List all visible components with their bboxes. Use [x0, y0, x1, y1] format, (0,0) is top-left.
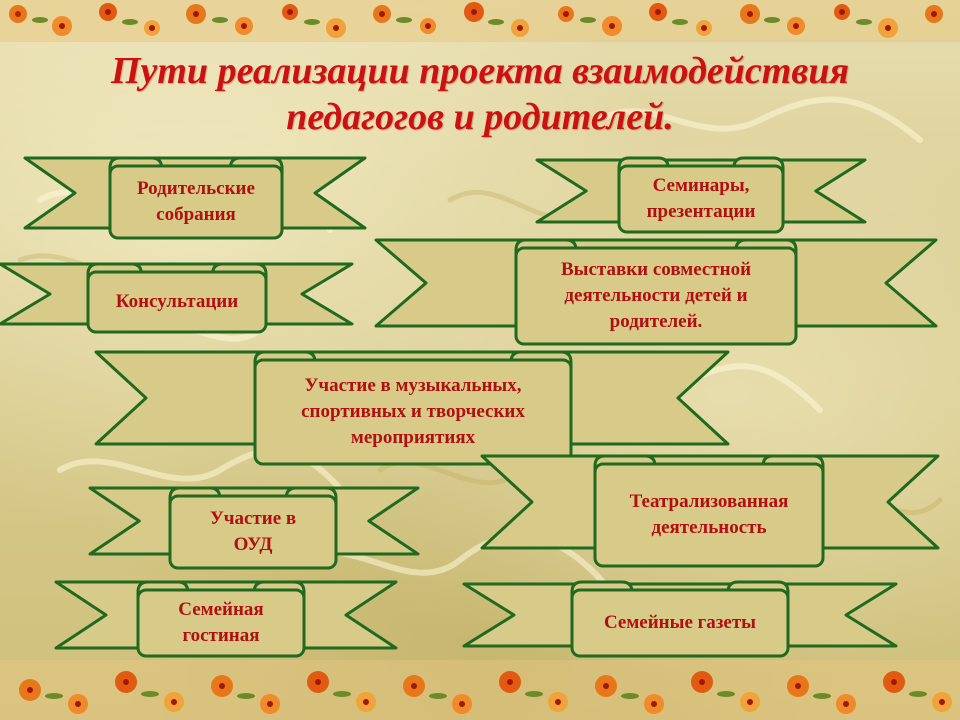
ribbon-text-line-1: Семинары, — [652, 175, 750, 196]
ribbon-label: Театрализованная деятельность — [595, 464, 823, 566]
floral-border-top — [0, 0, 960, 42]
ribbon-text-line-2: ОУД — [233, 534, 273, 555]
ribbon-text-line-2: спортивных и творческих — [301, 401, 525, 422]
ribbon-center — [168, 494, 338, 570]
ribbon-label: Участие в музыкальных, спортивных и твор… — [255, 360, 571, 464]
ribbon-label: Родительские собрания — [110, 166, 282, 238]
ribbon-center — [86, 270, 268, 334]
slide-title-line-2: педагогов и родителей. — [286, 96, 674, 138]
ribbon-text-line-1: Семейные газеты — [603, 612, 757, 633]
floral-border-bottom — [0, 660, 960, 720]
ribbon-text-line-1: Участие в музыкальных, — [304, 375, 522, 396]
ribbon-label: Выставки совместной деятельности детей и… — [516, 248, 796, 344]
ribbon-text-line-1: Выставки совместной — [560, 259, 752, 280]
ribbon-center — [617, 164, 785, 234]
ribbon-text-line-2: деятельности детей и — [564, 285, 748, 306]
ribbon-label: Семейные газеты — [572, 590, 788, 656]
ribbon-label: Участие в ОУД — [170, 496, 336, 568]
ribbon-text-line-1: Консультации — [115, 291, 239, 312]
slide-title-line-1: Пути реализации проекта взаимодействия — [110, 50, 850, 92]
ribbon-text-line-3: мероприятиях — [350, 427, 476, 448]
ribbon-text-line-2: гостиная — [182, 625, 260, 646]
ribbon-text-line-2: презентации — [646, 201, 756, 222]
ribbon-text-line-1: Участие в — [209, 508, 297, 529]
ribbon-label: Семинары, презентации — [619, 166, 783, 232]
ribbon-center — [108, 164, 284, 240]
ribbon-text-line-1: Театрализованная — [629, 491, 789, 512]
ribbon-center — [570, 588, 790, 658]
ribbon-center — [136, 588, 306, 658]
ribbon-text-line-3: родителей. — [609, 311, 703, 332]
ribbon-text-line-2: собрания — [156, 204, 236, 225]
ribbon-label: Семейная гостиная — [138, 590, 304, 656]
ribbon-text-line-2: деятельность — [651, 517, 767, 538]
ribbon-center — [253, 358, 573, 466]
slide-title: Пути реализации проекта взаимодействия п… — [0, 48, 960, 140]
ribbon-text-line-1: Семейная — [178, 599, 264, 620]
ribbon-center — [593, 462, 825, 568]
ribbon-label: Консультации — [88, 272, 266, 332]
ribbon-center — [514, 246, 798, 346]
ribbon-text-line-1: Родительские — [137, 178, 255, 199]
